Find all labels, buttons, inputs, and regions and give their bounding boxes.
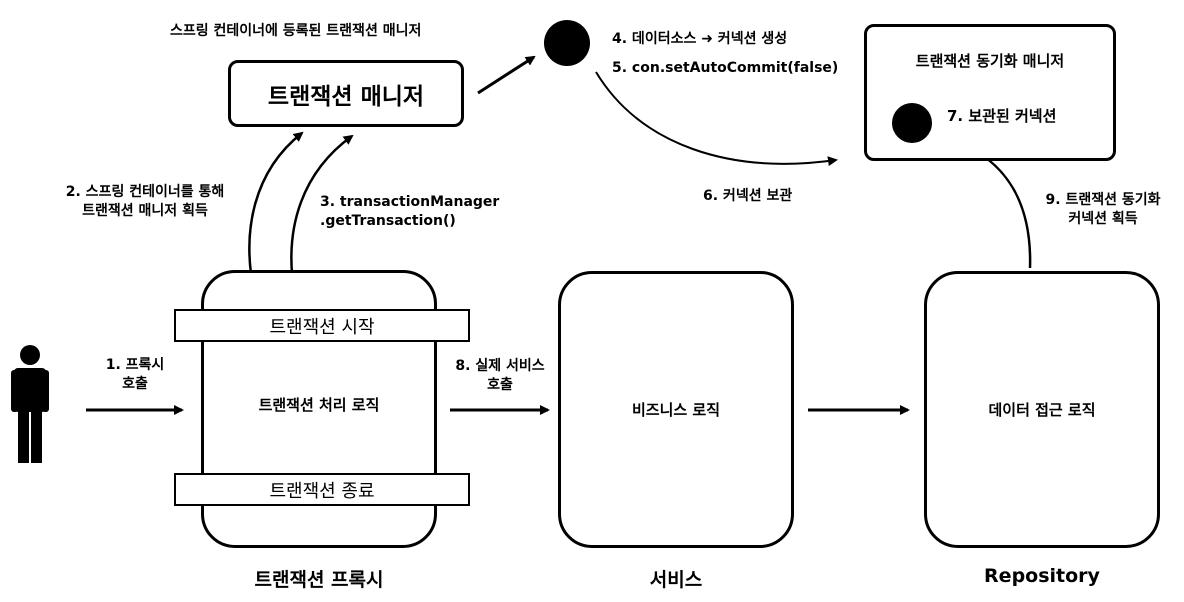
step-1-line-1: 1. 프록시 xyxy=(105,357,165,373)
service-logic-label: 비즈니스 로직 xyxy=(631,401,721,419)
transaction-manager-label: 트랜잭션 매니저 xyxy=(267,83,425,110)
arrow-store-connection xyxy=(595,71,838,167)
step-9-line-2: 커넥션 획득 xyxy=(1068,211,1138,227)
step-3-label: 3. transactionManager .getTransaction() xyxy=(320,193,499,231)
step-1-label: 1. 프록시 호출 xyxy=(80,356,190,394)
transaction-manager-box[interactable]: 트랜잭션 매니저 xyxy=(228,60,464,127)
arrow-datasource xyxy=(477,55,536,95)
stored-connection-label: 7. 보관된 커넥션 xyxy=(947,107,1057,125)
connection-dot xyxy=(544,20,590,66)
step-2-line-2: 트랜잭션 매니저 획득 xyxy=(82,203,208,219)
step-2-label: 2. 스프링 컨테이너를 통해 트랜잭션 매니저 획득 xyxy=(26,183,264,221)
step-4-label: 4. 데이터소스 ➜ 커넥션 생성 xyxy=(612,31,788,47)
transaction-start-bar[interactable]: 트랜잭션 시작 xyxy=(174,309,470,342)
transaction-start-label: 트랜잭션 시작 xyxy=(269,316,375,338)
user-icon xyxy=(11,345,49,463)
step-6-label: 6. 커넥션 보관 xyxy=(703,188,793,204)
transaction-proxy-caption: 트랜잭션 프록시 xyxy=(254,569,384,591)
transaction-logic-label: 트랜잭션 처리 로직 xyxy=(258,396,380,414)
transaction-end-label: 트랜잭션 종료 xyxy=(269,480,375,502)
service-box[interactable]: 비즈니스 로직 xyxy=(558,271,794,548)
service-caption: 서비스 xyxy=(649,569,703,591)
repository-logic-label: 데이터 접근 로직 xyxy=(988,401,1096,419)
step-8-line-2: 호출 xyxy=(487,377,513,393)
step-3-line-1: 3. transactionManager xyxy=(320,194,500,210)
step-8-label: 8. 실제 서비스 호출 xyxy=(436,357,564,395)
sync-manager-box[interactable]: 트랜잭션 동기화 매니저 7. 보관된 커넥션 xyxy=(864,24,1116,161)
step-2-line-1: 2. 스프링 컨테이너를 통해 xyxy=(65,184,225,200)
step-9-label: 9. 트랜잭션 동기화 커넥션 획득 xyxy=(1028,191,1178,229)
sync-manager-title: 트랜잭션 동기화 매니저 xyxy=(915,52,1065,70)
step-1-line-2: 호출 xyxy=(122,376,148,392)
step-3-line-2: .getTransaction() xyxy=(320,213,456,229)
container-manager-caption: 스프링 컨테이너에 등록된 트랜잭션 매니저 xyxy=(170,23,422,39)
transaction-end-bar[interactable]: 트랜잭션 종료 xyxy=(174,473,470,506)
step-9-line-1: 9. 트랜잭션 동기화 xyxy=(1045,192,1161,208)
repository-caption: Repository xyxy=(984,565,1100,587)
step-5-label: 5. con.setAutoCommit(false) xyxy=(612,60,839,76)
step-8-line-1: 8. 실제 서비스 xyxy=(455,358,545,374)
repository-box[interactable]: 데이터 접근 로직 xyxy=(924,271,1160,548)
stored-connection-dot xyxy=(892,103,932,143)
